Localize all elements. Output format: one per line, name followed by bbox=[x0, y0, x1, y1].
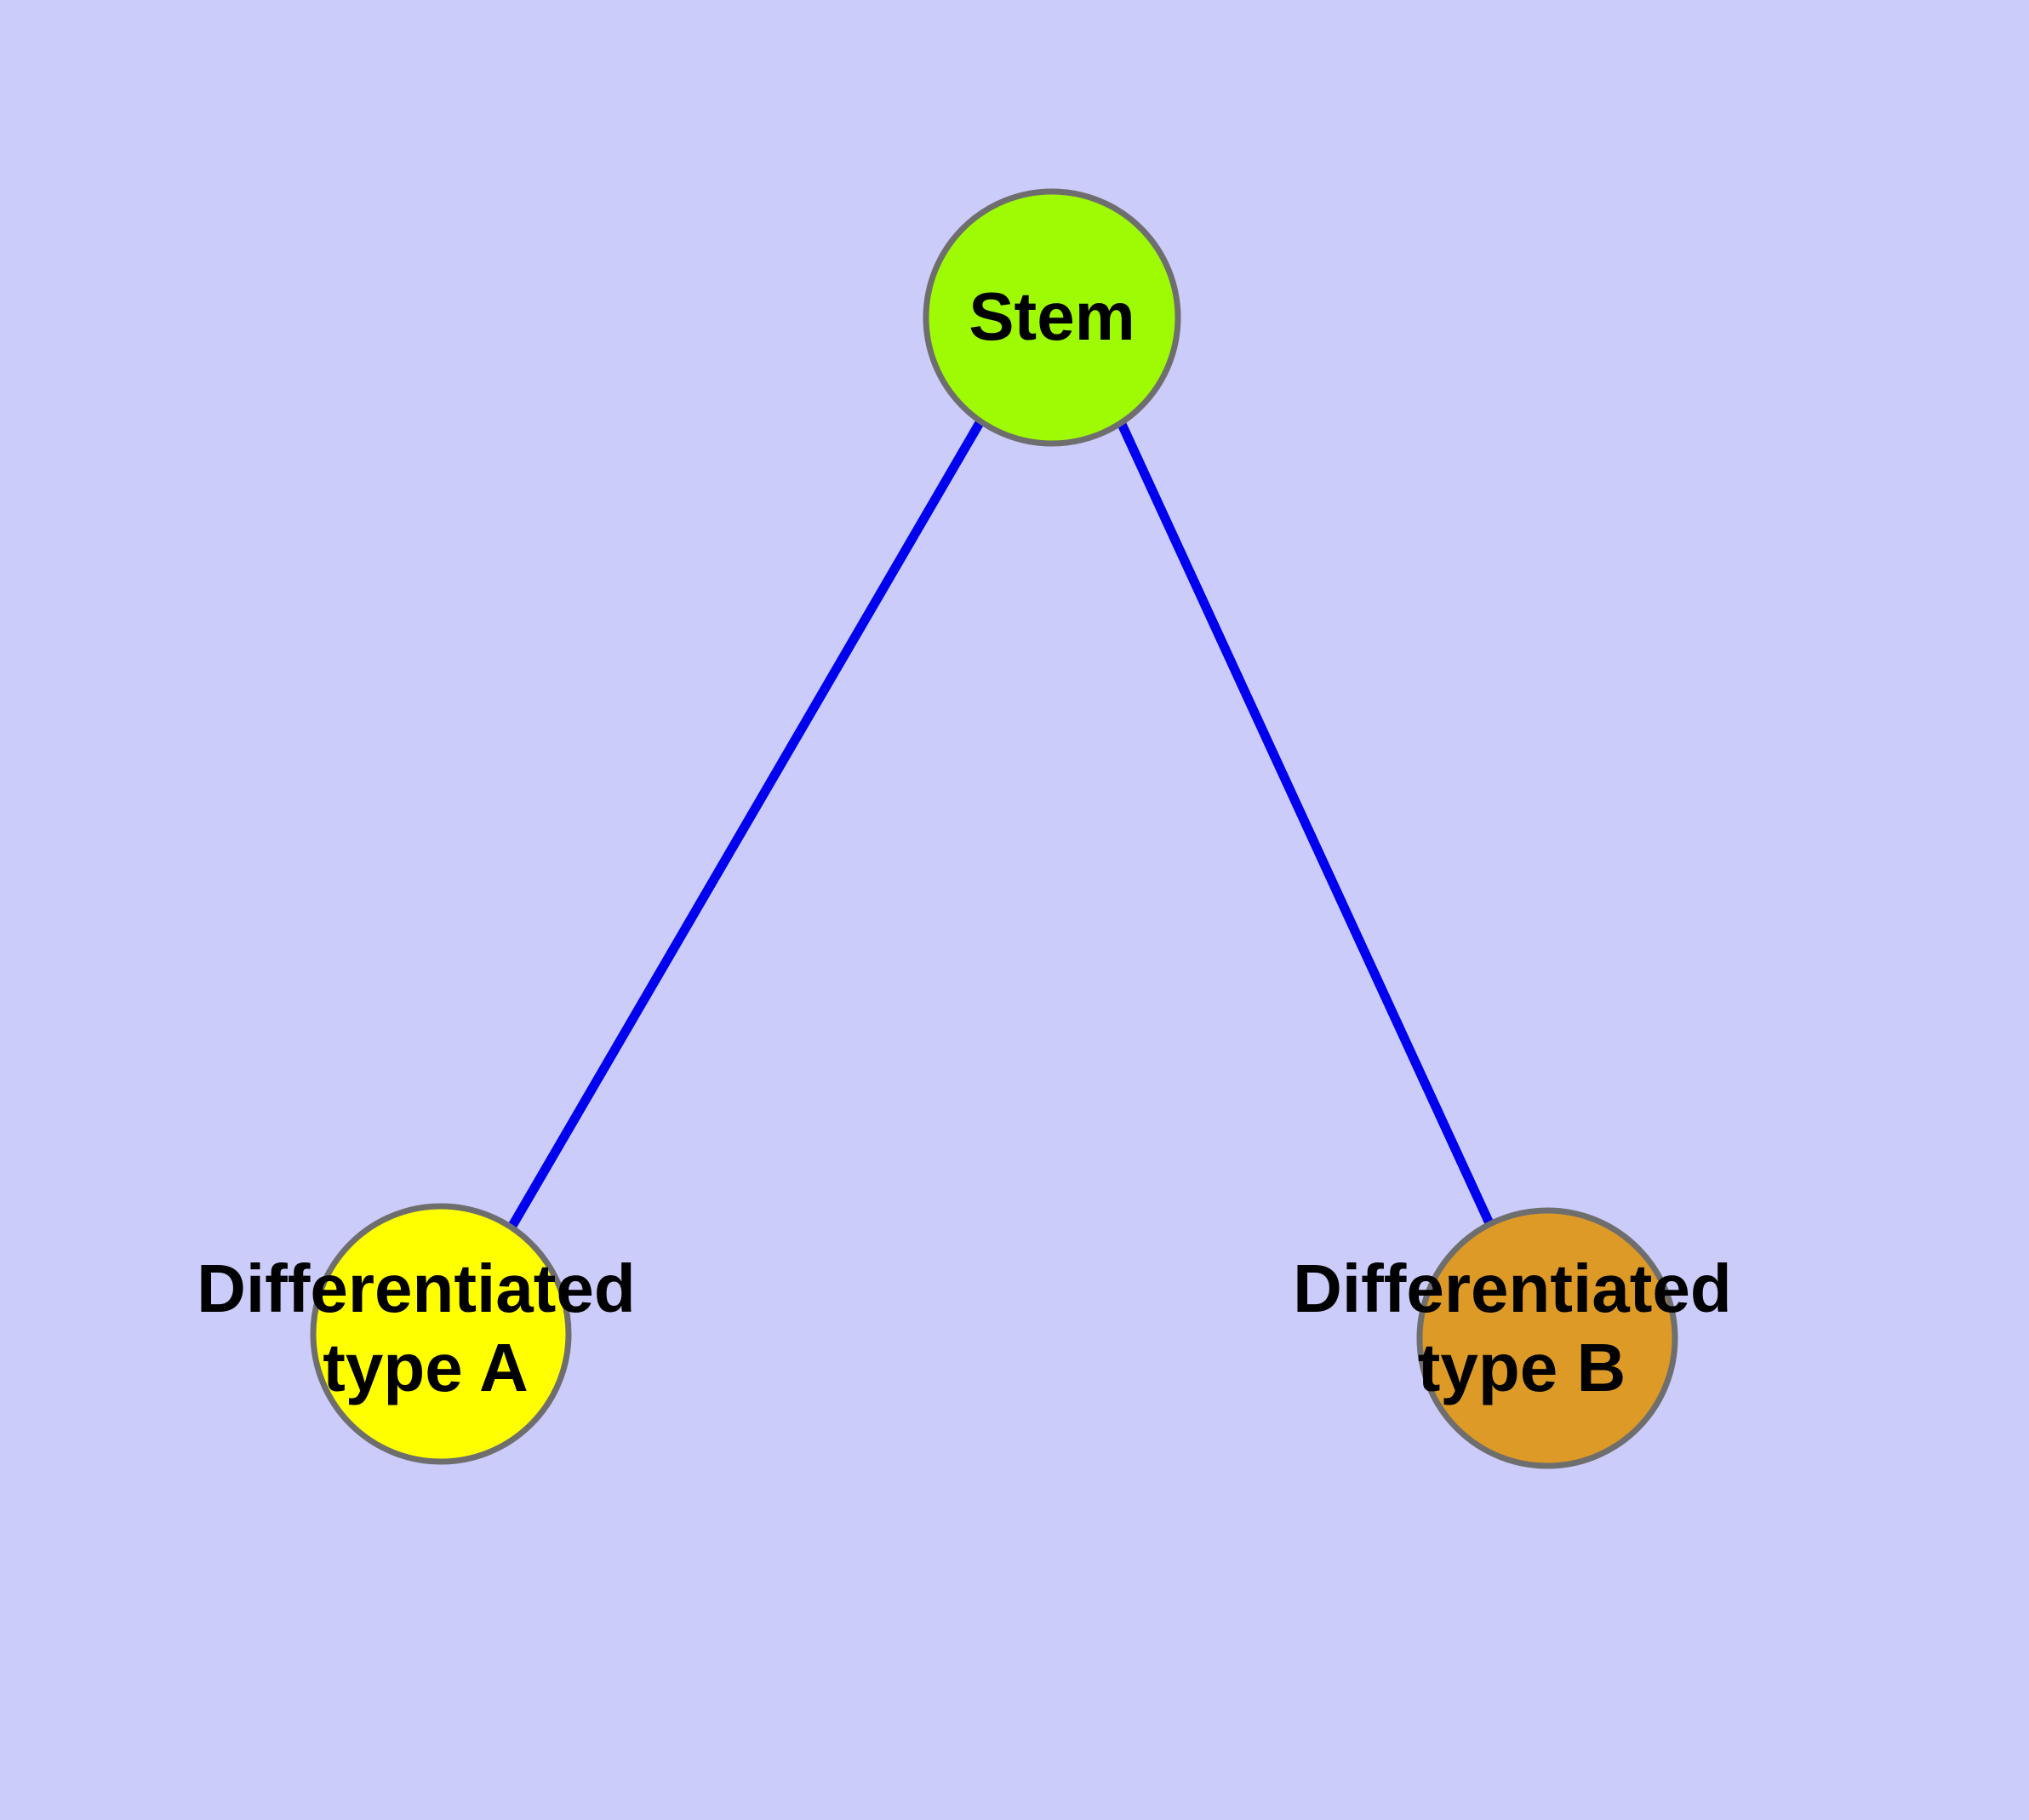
edge-layer bbox=[508, 419, 1494, 1228]
edge-stem-to-differentiated-type-a[interactable] bbox=[508, 419, 985, 1228]
node-label-diff-a-line-2: type A bbox=[323, 1330, 529, 1405]
node-differentiated-type-b[interactable] bbox=[1416, 1207, 1678, 1469]
edge-stem-to-differentiated-type-b[interactable] bbox=[1117, 420, 1494, 1226]
node-label-diff-b-line-1: Differentiated bbox=[1293, 1251, 1732, 1326]
node-label-differentiated-type-b: Differentiated type B bbox=[1293, 1251, 1751, 1405]
node-label-differentiated-type-a: Differentiated type A bbox=[197, 1251, 654, 1405]
node-label-stem: Stem bbox=[969, 278, 1135, 354]
node-differentiated-type-a[interactable] bbox=[310, 1203, 572, 1465]
node-label-stem-line-1: Stem bbox=[969, 278, 1135, 354]
node-stem[interactable] bbox=[923, 188, 1181, 447]
node-layer bbox=[310, 188, 1678, 1469]
node-label-diff-a-line-1: Differentiated bbox=[197, 1251, 636, 1326]
label-layer: Stem Differentiated type A Differentiate… bbox=[197, 278, 1751, 1405]
node-label-diff-b-line-2: type B bbox=[1418, 1330, 1626, 1405]
